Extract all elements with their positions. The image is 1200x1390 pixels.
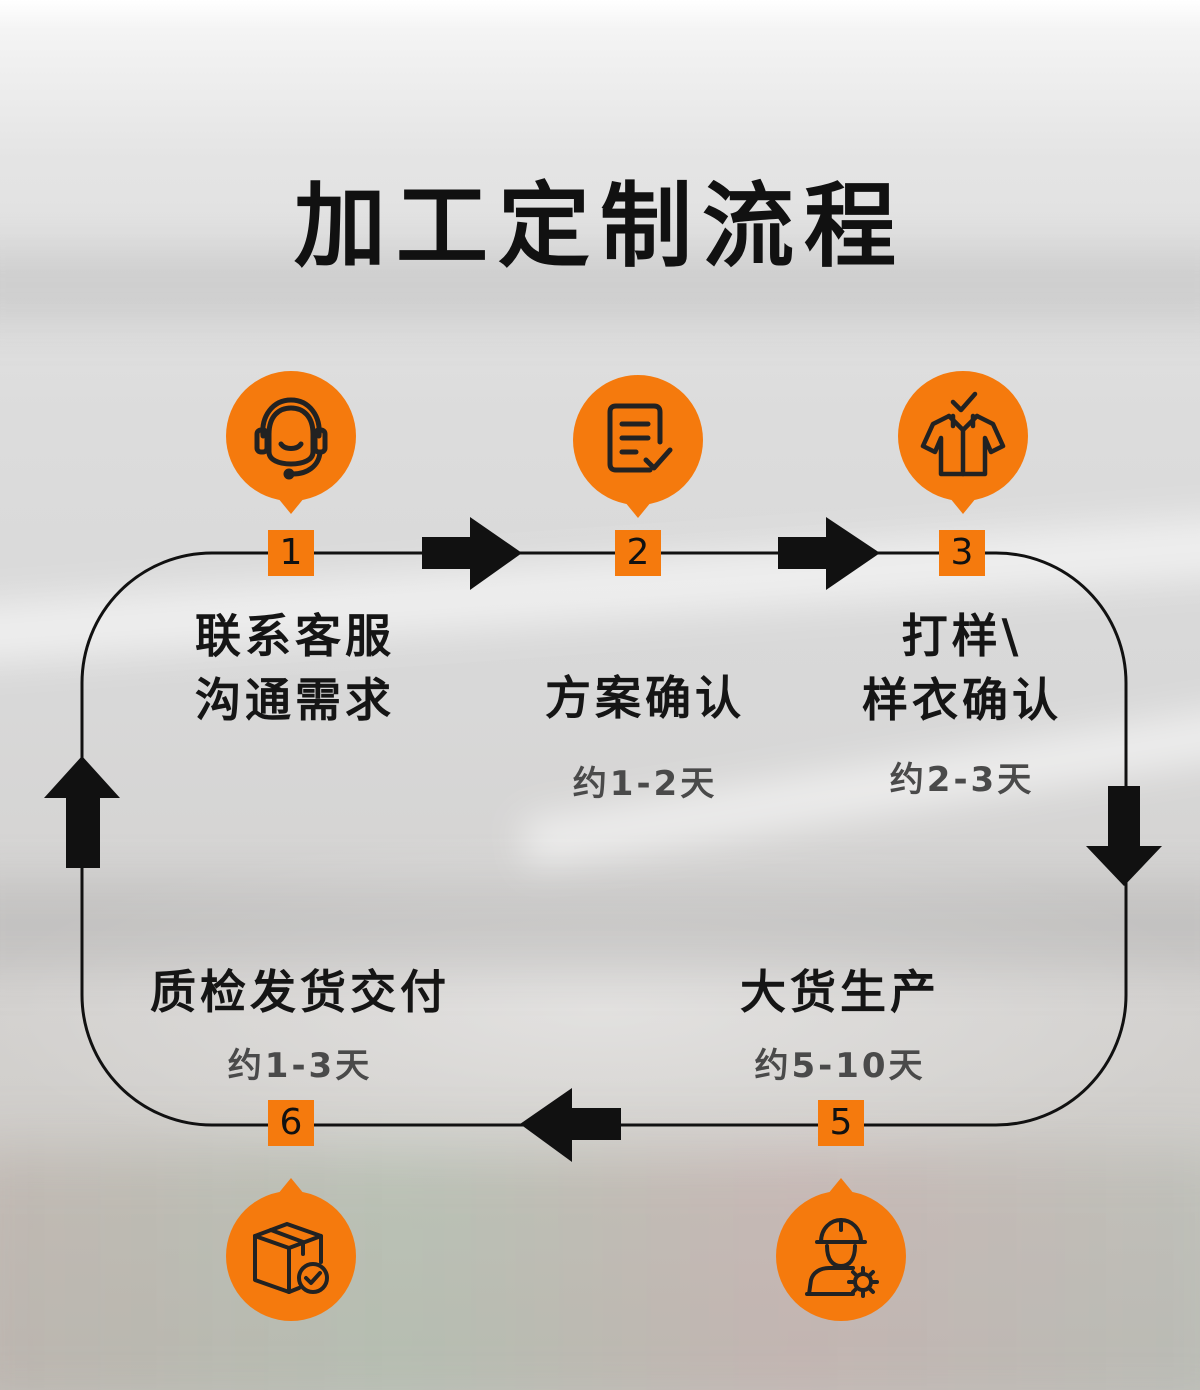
step-1-marker: [223, 368, 359, 538]
step-number-badge: 1: [268, 530, 314, 576]
step-title-line: 质检发货交付: [150, 965, 450, 1019]
step-5-title: 大货生产: [690, 960, 990, 1024]
background-beam: [0, 880, 1200, 970]
arrow-up-icon: [44, 756, 120, 868]
document-check-icon: [607, 403, 673, 473]
step-3-title: 打样\ 样衣确认: [812, 604, 1112, 732]
step-5-marker: [773, 1176, 909, 1346]
step-title-line: 方案确认: [545, 671, 745, 725]
step-6-title: 质检发货交付: [110, 960, 490, 1024]
step-2-title: 方案确认: [495, 666, 795, 730]
step-number-badge: 2: [615, 530, 661, 576]
customer-service-headset-icon: [254, 397, 328, 480]
step-title-line: 样衣确认: [862, 673, 1062, 727]
arrow-down-icon: [1086, 786, 1162, 886]
background-beam: [0, 250, 1200, 320]
step-3-duration: 约2-3天: [889, 760, 1035, 800]
step-title-line: 联系客服: [195, 609, 395, 663]
package-check-icon: [253, 1222, 329, 1294]
step-title-line: 打样\: [901, 609, 1023, 663]
step-3-marker: [895, 368, 1031, 538]
worker-gear-icon: [805, 1218, 879, 1298]
step-2-marker: [570, 372, 706, 542]
step-6-marker: [223, 1176, 359, 1346]
step-number-badge: 6: [268, 1100, 314, 1146]
background-floor: [0, 1150, 1200, 1390]
shirt-check-icon: [920, 391, 1006, 477]
step-number-badge: 3: [939, 530, 985, 576]
step-2-duration: 约1-2天: [572, 764, 718, 804]
step-5-duration: 约5-10天: [754, 1046, 926, 1086]
arrow-left-icon: [520, 1088, 621, 1162]
arrow-right-icon: [778, 517, 880, 590]
step-6-duration: 约1-3天: [227, 1046, 373, 1086]
arrow-right-icon: [422, 517, 522, 590]
step-title-line: 大货生产: [740, 965, 940, 1019]
step-number-badge: 5: [818, 1100, 864, 1146]
step-1-title: 联系客服 沟通需求: [150, 604, 440, 732]
step-title-line: 沟通需求: [195, 673, 395, 727]
page-title: 加工定制流程: [293, 173, 906, 280]
